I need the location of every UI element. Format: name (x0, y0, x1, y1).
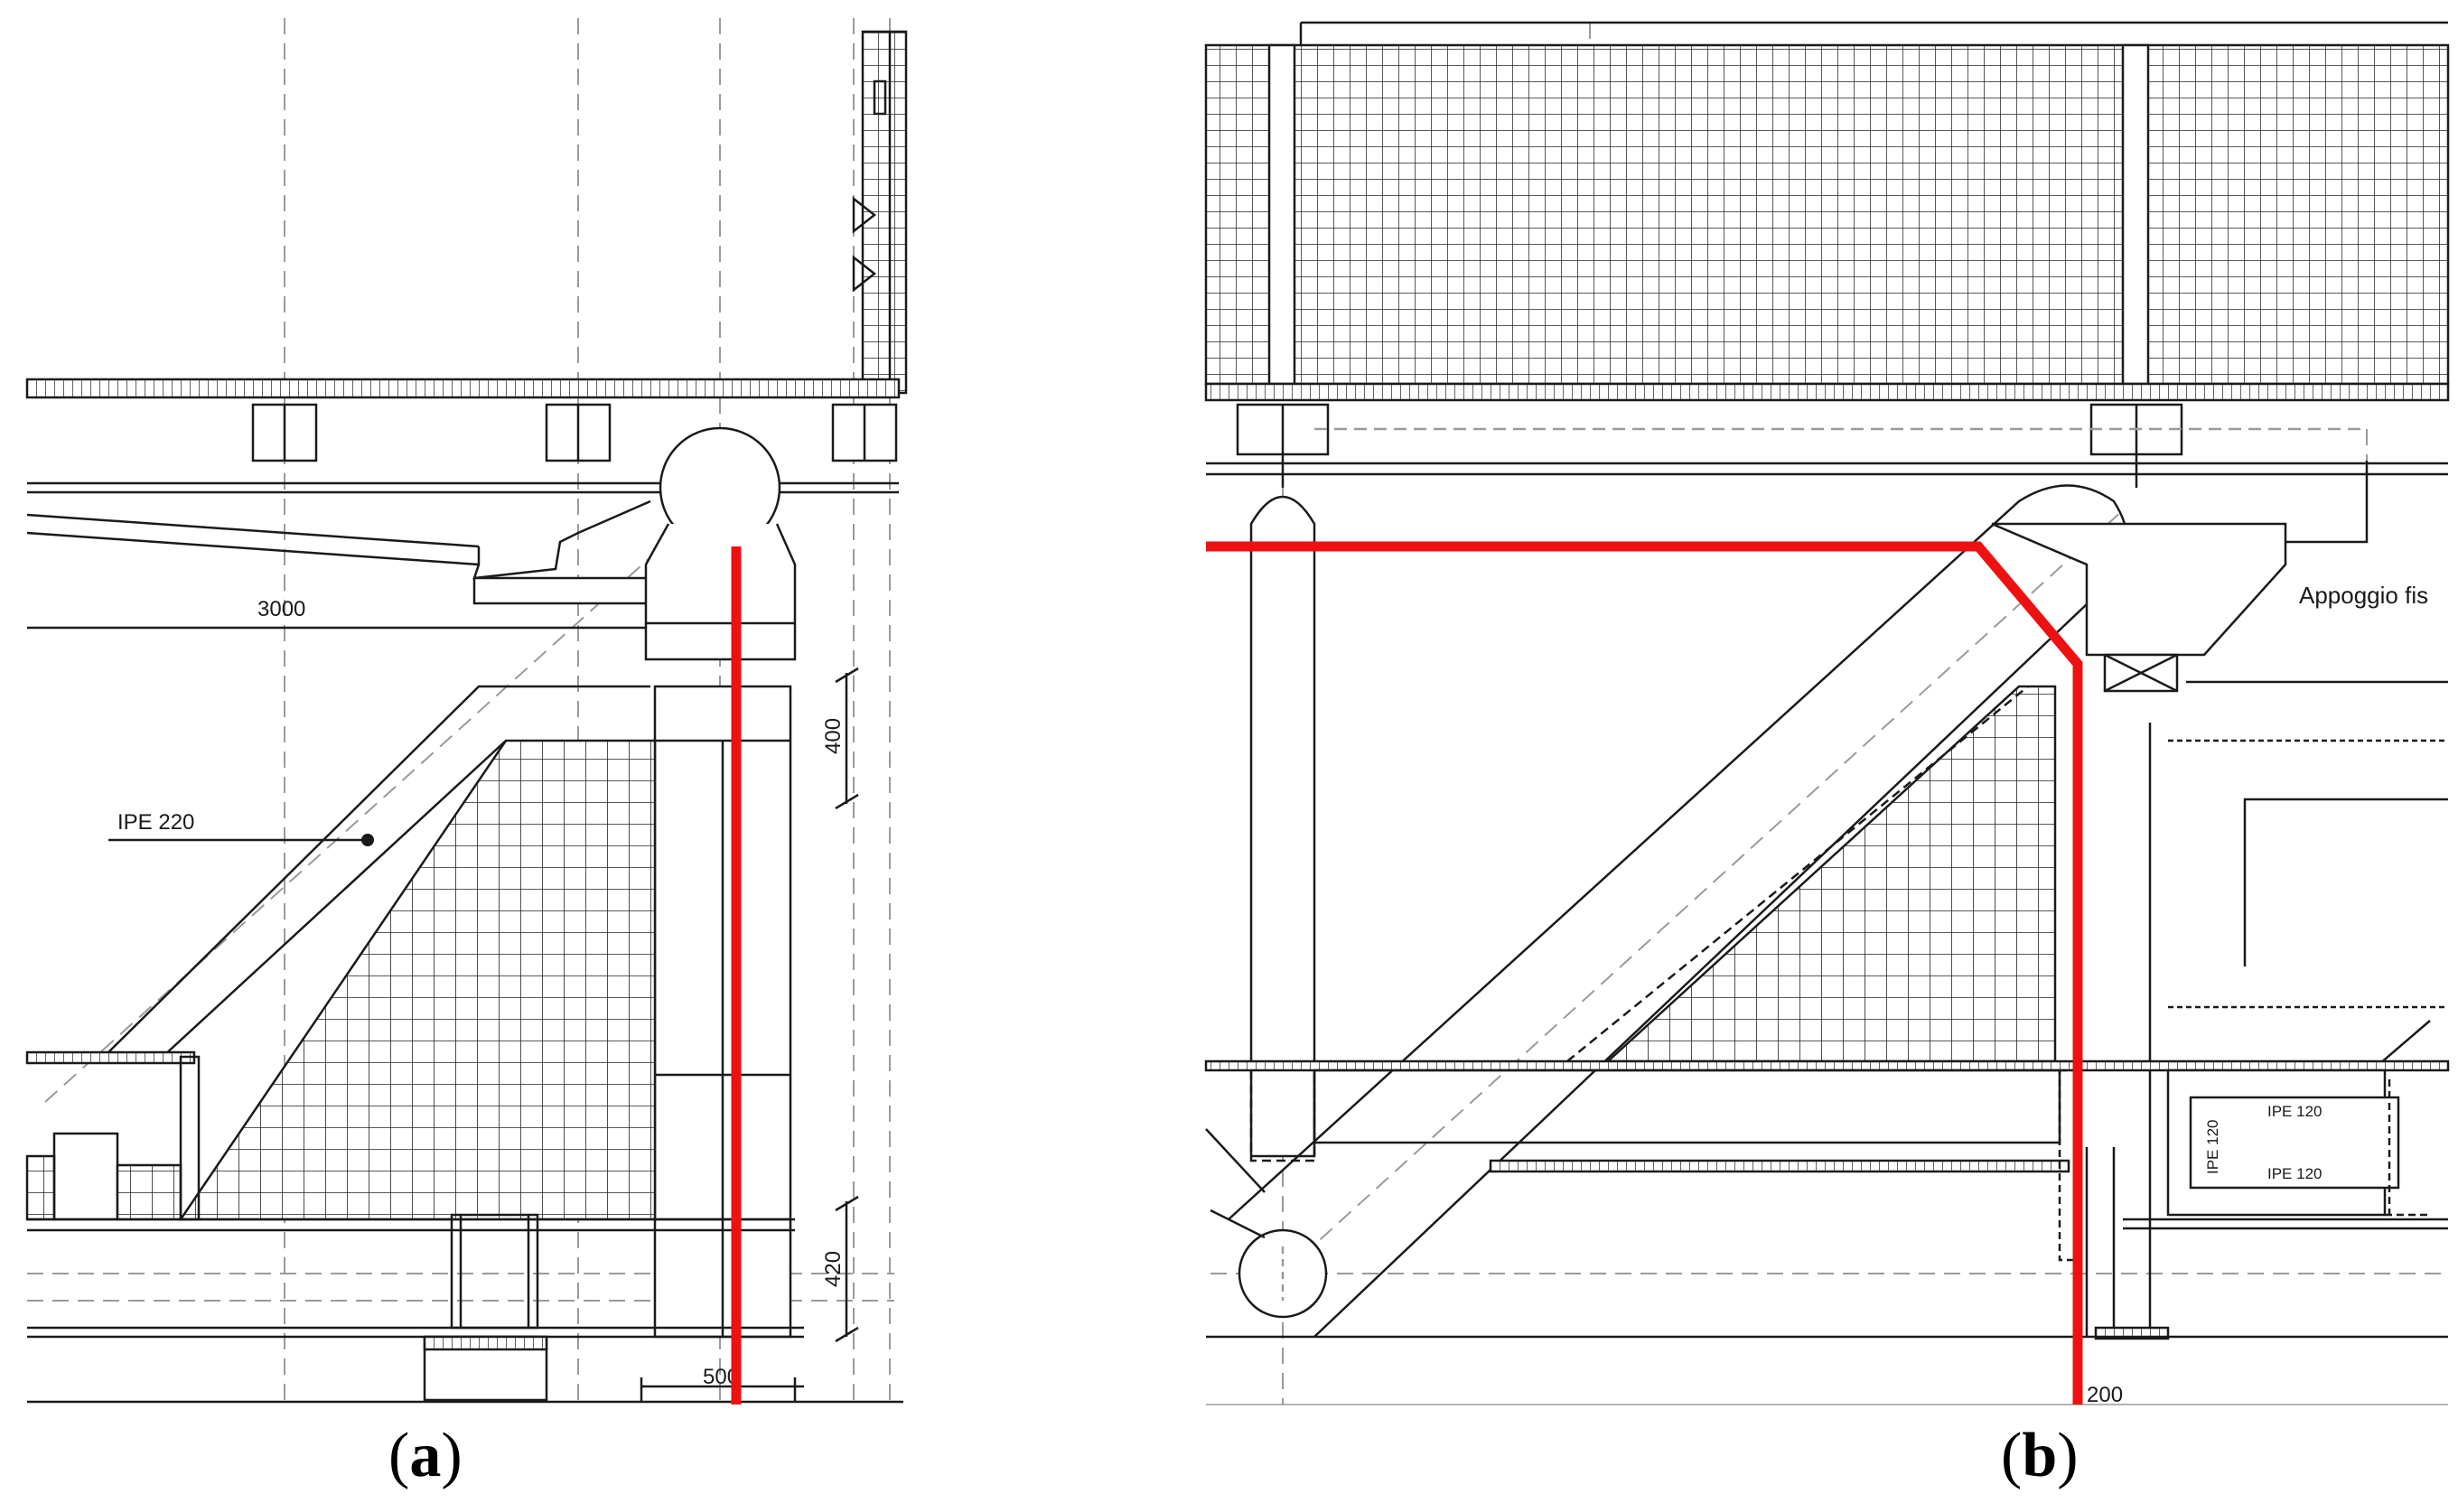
right-structures-b (2148, 680, 2448, 1337)
mesh-wall-b (1204, 21, 2450, 402)
ipe-120-upper-label: IPE 120 (2267, 1103, 2322, 1120)
connection-plates-b (1236, 403, 2183, 488)
mesh-panel-b (1604, 685, 2057, 1063)
mesh-panel-a (103, 685, 657, 1221)
top-deck (25, 378, 901, 399)
vertical-dimensions (640, 667, 859, 1402)
caption-b-close: ) (2057, 1421, 2079, 1490)
dimension-label-420: 420 (821, 1251, 846, 1287)
beam-label-ipe220: IPE 220 (117, 810, 194, 835)
panel-a: 3000 IPE 220 (25, 18, 908, 1405)
caption-b-open: ( (2001, 1421, 2023, 1490)
support-block (1991, 461, 2369, 693)
lower-floor-a (25, 1050, 903, 1404)
pipe-node (644, 426, 797, 1339)
caption-a-close: ) (441, 1421, 463, 1490)
dimension-label-200: 200 (2087, 1383, 2123, 1407)
ipe-220-callout: IPE 220 (108, 810, 374, 846)
dimension-3000: 3000 (27, 597, 733, 638)
ipe-120-lower-label: IPE 120 (2267, 1165, 2322, 1182)
support-label: Appoggio fis (2299, 582, 2428, 609)
caption-a-letter: a (409, 1421, 442, 1490)
dimension-label-3000: 3000 (257, 597, 305, 621)
column-left-b (1249, 495, 1316, 1158)
ipe-120-vertical-label: IPE 120 (2204, 1120, 2221, 1175)
inclined-member (26, 499, 652, 605)
highlight-line-b (1206, 541, 2083, 1405)
caption-b-letter: b (2022, 1421, 2058, 1490)
caption-a: (a) (388, 1420, 463, 1492)
dimension-label-400: 400 (821, 718, 846, 754)
panel-b: Appoggio fis (1204, 21, 2450, 1407)
facade-panel (852, 30, 908, 395)
floor-b (1204, 1059, 2450, 1405)
mesh-edge-b (1566, 686, 2029, 1062)
caption-a-open: ( (388, 1421, 410, 1490)
connection-plates (251, 403, 898, 462)
ipe-120-box (2166, 1069, 2430, 1217)
main-beam-b (1206, 427, 2448, 476)
caption-b: (b) (2001, 1420, 2079, 1492)
